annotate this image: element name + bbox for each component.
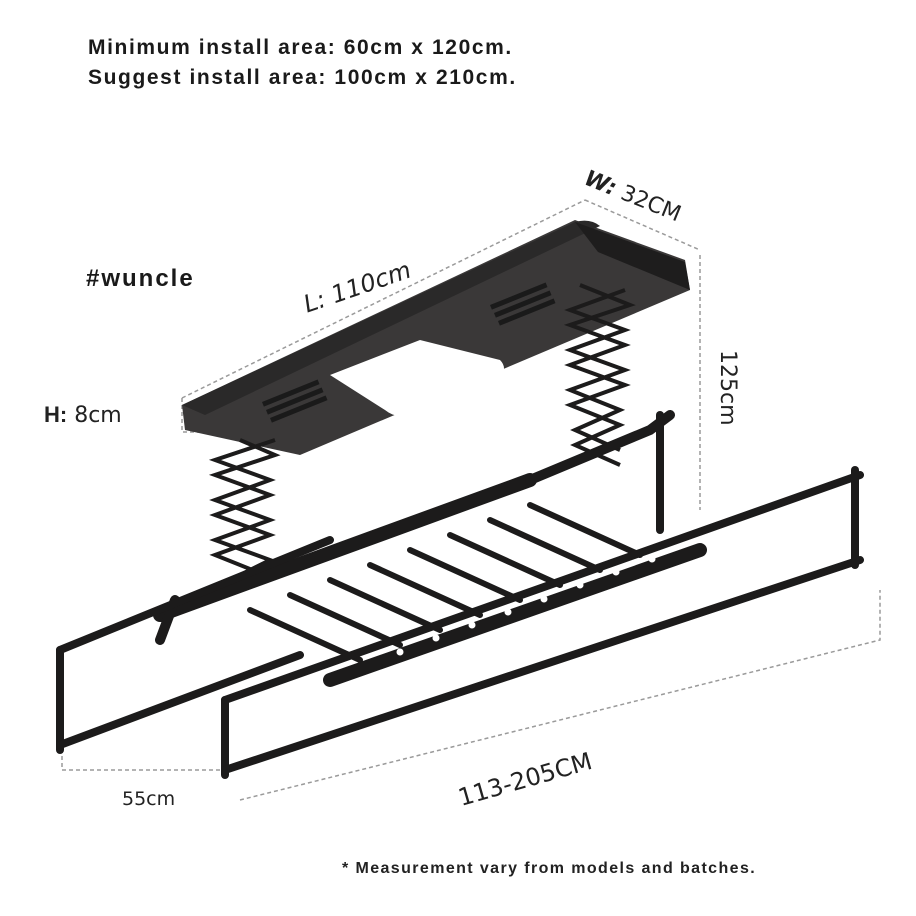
drying-frame (56, 410, 864, 779)
hanger-holes (186, 509, 656, 656)
minimum-install-area-text: Minimum install area: 60cm x 120cm. (88, 36, 513, 59)
suggest-install-area-text: Suggest install area: 100cm x 210cm. (88, 66, 517, 89)
depth-dimension: 55cm (122, 788, 176, 810)
scissor-arms (208, 283, 636, 582)
height-dimension: H: 8cm (44, 402, 122, 428)
led-light-panel (330, 340, 504, 416)
lift-height-dimension: 125cm (715, 350, 740, 426)
height-value: 8cm (74, 403, 122, 428)
measurement-footnote: * Measurement vary from models and batch… (342, 860, 757, 877)
brand-hashtag: #wuncle (86, 265, 195, 292)
ceiling-housing (182, 220, 690, 455)
height-label: H: (44, 402, 68, 427)
vent-grille-left (262, 379, 328, 423)
vent-grille-right (490, 282, 556, 326)
